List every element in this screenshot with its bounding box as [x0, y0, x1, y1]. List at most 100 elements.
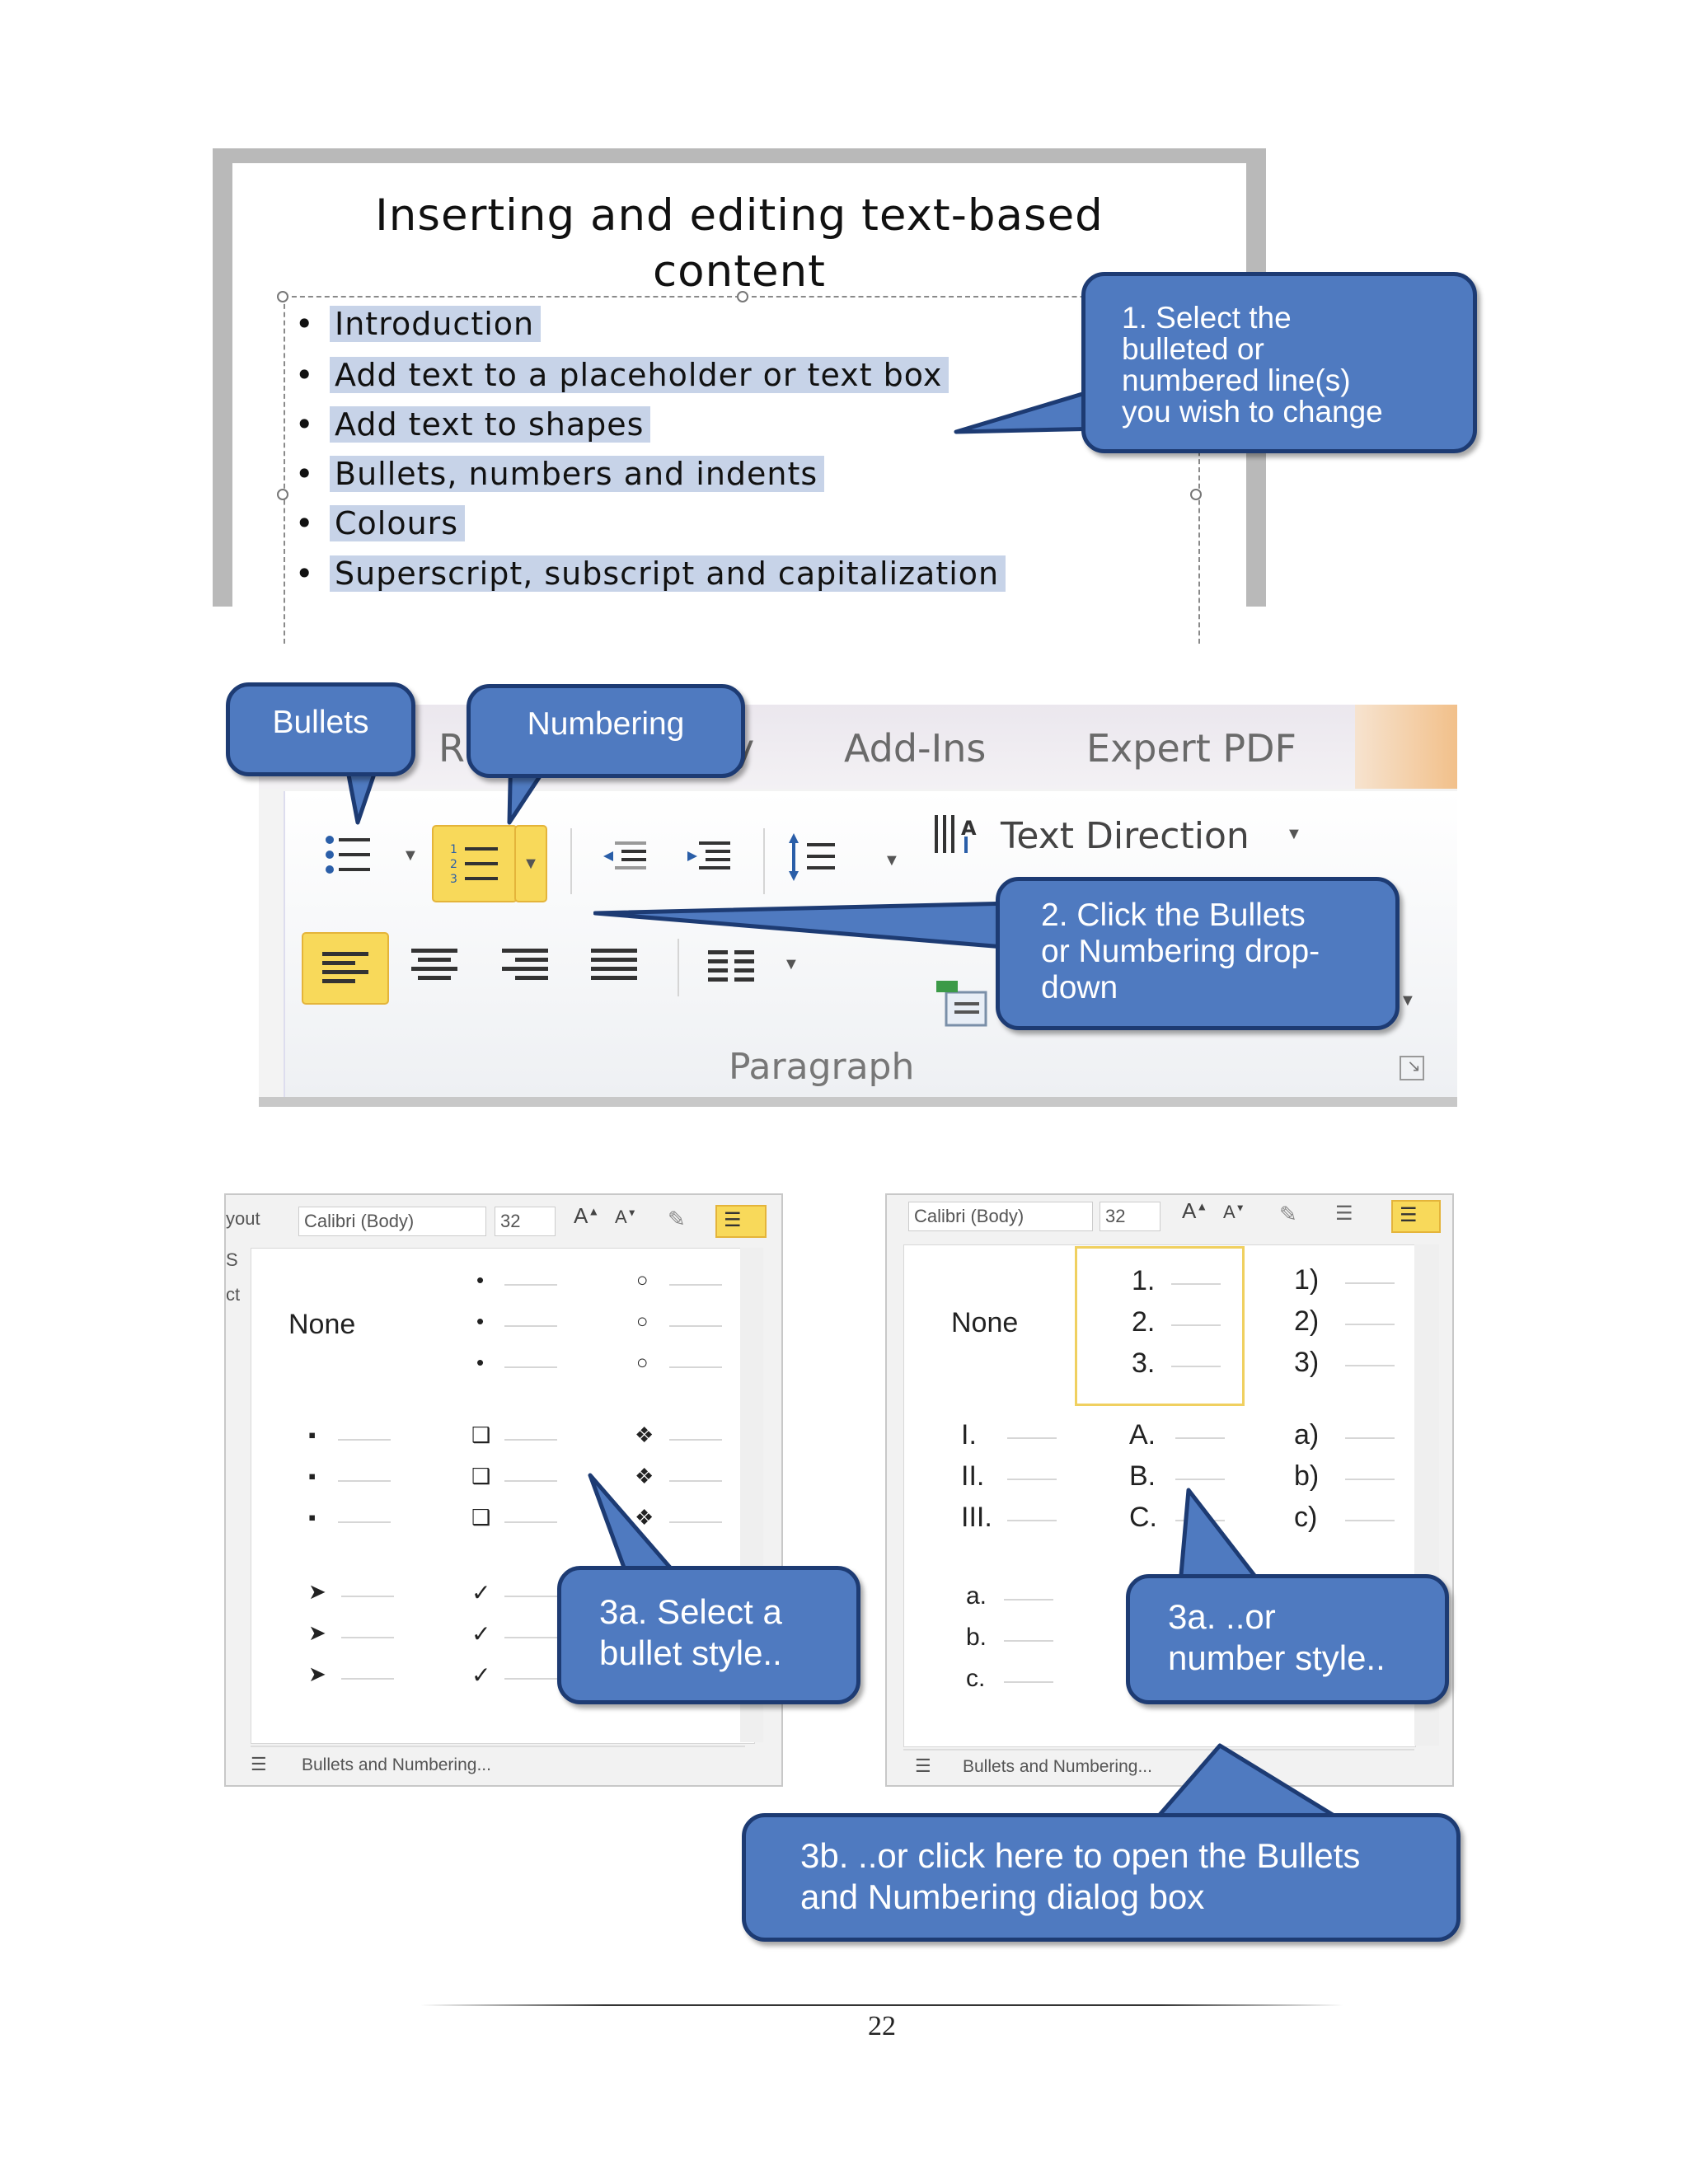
link-label: Bullets and Numbering...: [963, 1757, 1152, 1776]
columns-button[interactable]: [704, 944, 758, 987]
smartart-dropdown-arrow[interactable]: ▼: [1400, 991, 1416, 1010]
bullets-dropdown-arrow[interactable]: ▼: [402, 846, 419, 865]
list-item[interactable]: •Colours: [295, 505, 466, 541]
grow-font-button[interactable]: A▲: [1182, 1198, 1208, 1223]
number-style-lower-alpha-period[interactable]: a. b. c.: [966, 1582, 1081, 1722]
number-style-lower-alpha-paren[interactable]: a) b) c): [1294, 1419, 1409, 1559]
text-direction-button[interactable]: Text Direction: [1001, 815, 1250, 857]
callout-pointer: [593, 901, 1016, 950]
bullet-style-star[interactable]: ❖ ❖ ❖: [635, 1422, 742, 1535]
resize-handle[interactable]: [277, 291, 288, 302]
bullet-style-filled-square[interactable]: ▪ ▪ ▪: [308, 1422, 415, 1535]
number-label: 3.: [1132, 1347, 1156, 1379]
number-label: III.: [961, 1502, 992, 1533]
font-size: 32: [500, 1211, 521, 1231]
callout-line: you wish to change: [1122, 395, 1383, 429]
number-label: a): [1294, 1419, 1320, 1451]
align-center-icon: [411, 949, 457, 980]
side-letter: ct: [226, 1284, 241, 1305]
grow-font-button[interactable]: A▲: [574, 1203, 600, 1228]
number-label: II.: [961, 1460, 985, 1492]
list-item-text: Superscript, subscript and capitalizatio…: [330, 555, 1006, 592]
font-size-selector[interactable]: 32: [1100, 1202, 1160, 1231]
format-painter-icon[interactable]: ✎: [1279, 1202, 1297, 1226]
convert-to-smartart-button[interactable]: [931, 973, 997, 1031]
bullet-style-hollow-square[interactable]: ❑ ❑ ❑: [471, 1422, 579, 1535]
svg-text:A: A: [961, 817, 977, 840]
numbering-dropdown-arrow[interactable]: ▼: [514, 825, 547, 902]
gallery-divider: [903, 1749, 1414, 1750]
font-size-selector[interactable]: 32: [495, 1207, 556, 1236]
shrink-font-button[interactable]: A▼: [1223, 1202, 1245, 1222]
none-option[interactable]: None: [288, 1309, 356, 1340]
line-spacing-button[interactable]: [786, 830, 846, 884]
callout-label: Bullets: [272, 705, 369, 740]
tab-expert-pdf[interactable]: Expert PDF: [1086, 726, 1296, 771]
align-right-button[interactable]: [498, 944, 552, 987]
numbering-button[interactable]: ☰: [1391, 1200, 1441, 1233]
bullets-button[interactable]: [321, 828, 374, 881]
list-item[interactable]: •Superscript, subscript and capitalizati…: [295, 555, 1006, 592]
list-icon: ☰: [915, 1755, 931, 1776]
font-name: Calibri (Body): [914, 1206, 1025, 1226]
callout-line: 3b. ..or click here to open the Bullets: [800, 1836, 1361, 1875]
list-item-text: Add text to a placeholder or text box: [330, 357, 950, 393]
shrink-font-button[interactable]: A▼: [615, 1207, 637, 1227]
list-item[interactable]: •Add text to shapes: [295, 406, 651, 443]
number-label: 2): [1294, 1305, 1320, 1337]
number-style-arabic-paren[interactable]: 1) 2) 3): [1294, 1264, 1409, 1404]
resize-handle[interactable]: [737, 291, 748, 302]
number-style-arabic-period[interactable]: 1. 2. 3.: [1075, 1246, 1245, 1406]
list-item[interactable]: •Add text to a placeholder or text box: [295, 357, 950, 393]
decrease-indent-button[interactable]: [600, 837, 649, 878]
number-style-upper-alpha[interactable]: A. B. C.: [1129, 1419, 1245, 1559]
resize-handle[interactable]: [277, 489, 288, 500]
ribbon-separator: [678, 939, 679, 996]
text-direction-dropdown-arrow[interactable]: ▼: [1286, 825, 1302, 843]
callout-line: numbered line(s): [1122, 363, 1351, 397]
list-item[interactable]: •Introduction: [295, 306, 542, 342]
number-label: 3): [1294, 1347, 1320, 1378]
format-painter-icon[interactable]: ✎: [668, 1207, 686, 1231]
callout-step1: 1. Select the bulleted or numbered line(…: [1081, 272, 1477, 453]
bullets-button[interactable]: ☰: [1335, 1202, 1353, 1225]
tab-add-ins[interactable]: Add-Ins: [844, 726, 987, 771]
slide-preview: Inserting and editing text-based content…: [213, 148, 1266, 644]
number-label: C.: [1129, 1502, 1157, 1533]
none-option[interactable]: None: [951, 1307, 1019, 1338]
slide-canvas: Inserting and editing text-based content…: [232, 163, 1246, 644]
tab-review[interactable]: R: [438, 726, 465, 771]
increase-indent-button[interactable]: [684, 837, 734, 878]
columns-dropdown-arrow[interactable]: ▼: [783, 955, 799, 973]
bullet-style-checkmark[interactable]: ✓ ✓ ✓: [471, 1580, 579, 1691]
bullet-style-filled-round[interactable]: • • •: [473, 1268, 580, 1380]
bullets-and-numbering-link[interactable]: ☰ Bullets and Numbering...: [915, 1754, 1376, 1783]
decrease-indent-icon: [603, 841, 646, 869]
numbering-button[interactable]: 1 2 3: [432, 825, 518, 902]
callout-line: or Numbering drop-: [1041, 934, 1320, 969]
resize-handle[interactable]: [1190, 489, 1202, 500]
bullets-button[interactable]: ☰: [715, 1205, 767, 1238]
line-spacing-dropdown-arrow[interactable]: ▼: [884, 851, 900, 869]
font-size: 32: [1105, 1206, 1126, 1226]
align-left-button[interactable]: [302, 932, 389, 1005]
bullet-style-arrow[interactable]: ➤ ➤ ➤: [308, 1579, 415, 1691]
font-selector[interactable]: Calibri (Body): [298, 1207, 486, 1236]
number-label: B.: [1129, 1460, 1156, 1492]
list-item[interactable]: •Bullets, numbers and indents: [295, 456, 825, 492]
ribbon-tab-bar: [259, 705, 1457, 789]
font-name: Calibri (Body): [304, 1211, 415, 1231]
justify-button[interactable]: [587, 944, 641, 987]
font-selector[interactable]: Calibri (Body): [908, 1202, 1093, 1231]
bullet-style-hollow-round[interactable]: ○ ○ ○: [636, 1269, 743, 1380]
number-style-roman[interactable]: I. II. III.: [961, 1419, 1076, 1559]
align-center-button[interactable]: [407, 944, 462, 987]
list-item-text: Bullets, numbers and indents: [330, 456, 825, 492]
link-label: Bullets and Numbering...: [302, 1755, 491, 1774]
paragraph-dialog-launcher[interactable]: ↘: [1400, 1056, 1424, 1080]
bullets-and-numbering-link[interactable]: ☰ Bullets and Numbering...: [251, 1750, 712, 1780]
smartart-icon: [936, 981, 987, 1027]
toolbar-label: yout: [226, 1208, 260, 1229]
callout-line: down: [1041, 970, 1118, 1005]
numbered-list-icon: ☰: [1400, 1204, 1418, 1226]
